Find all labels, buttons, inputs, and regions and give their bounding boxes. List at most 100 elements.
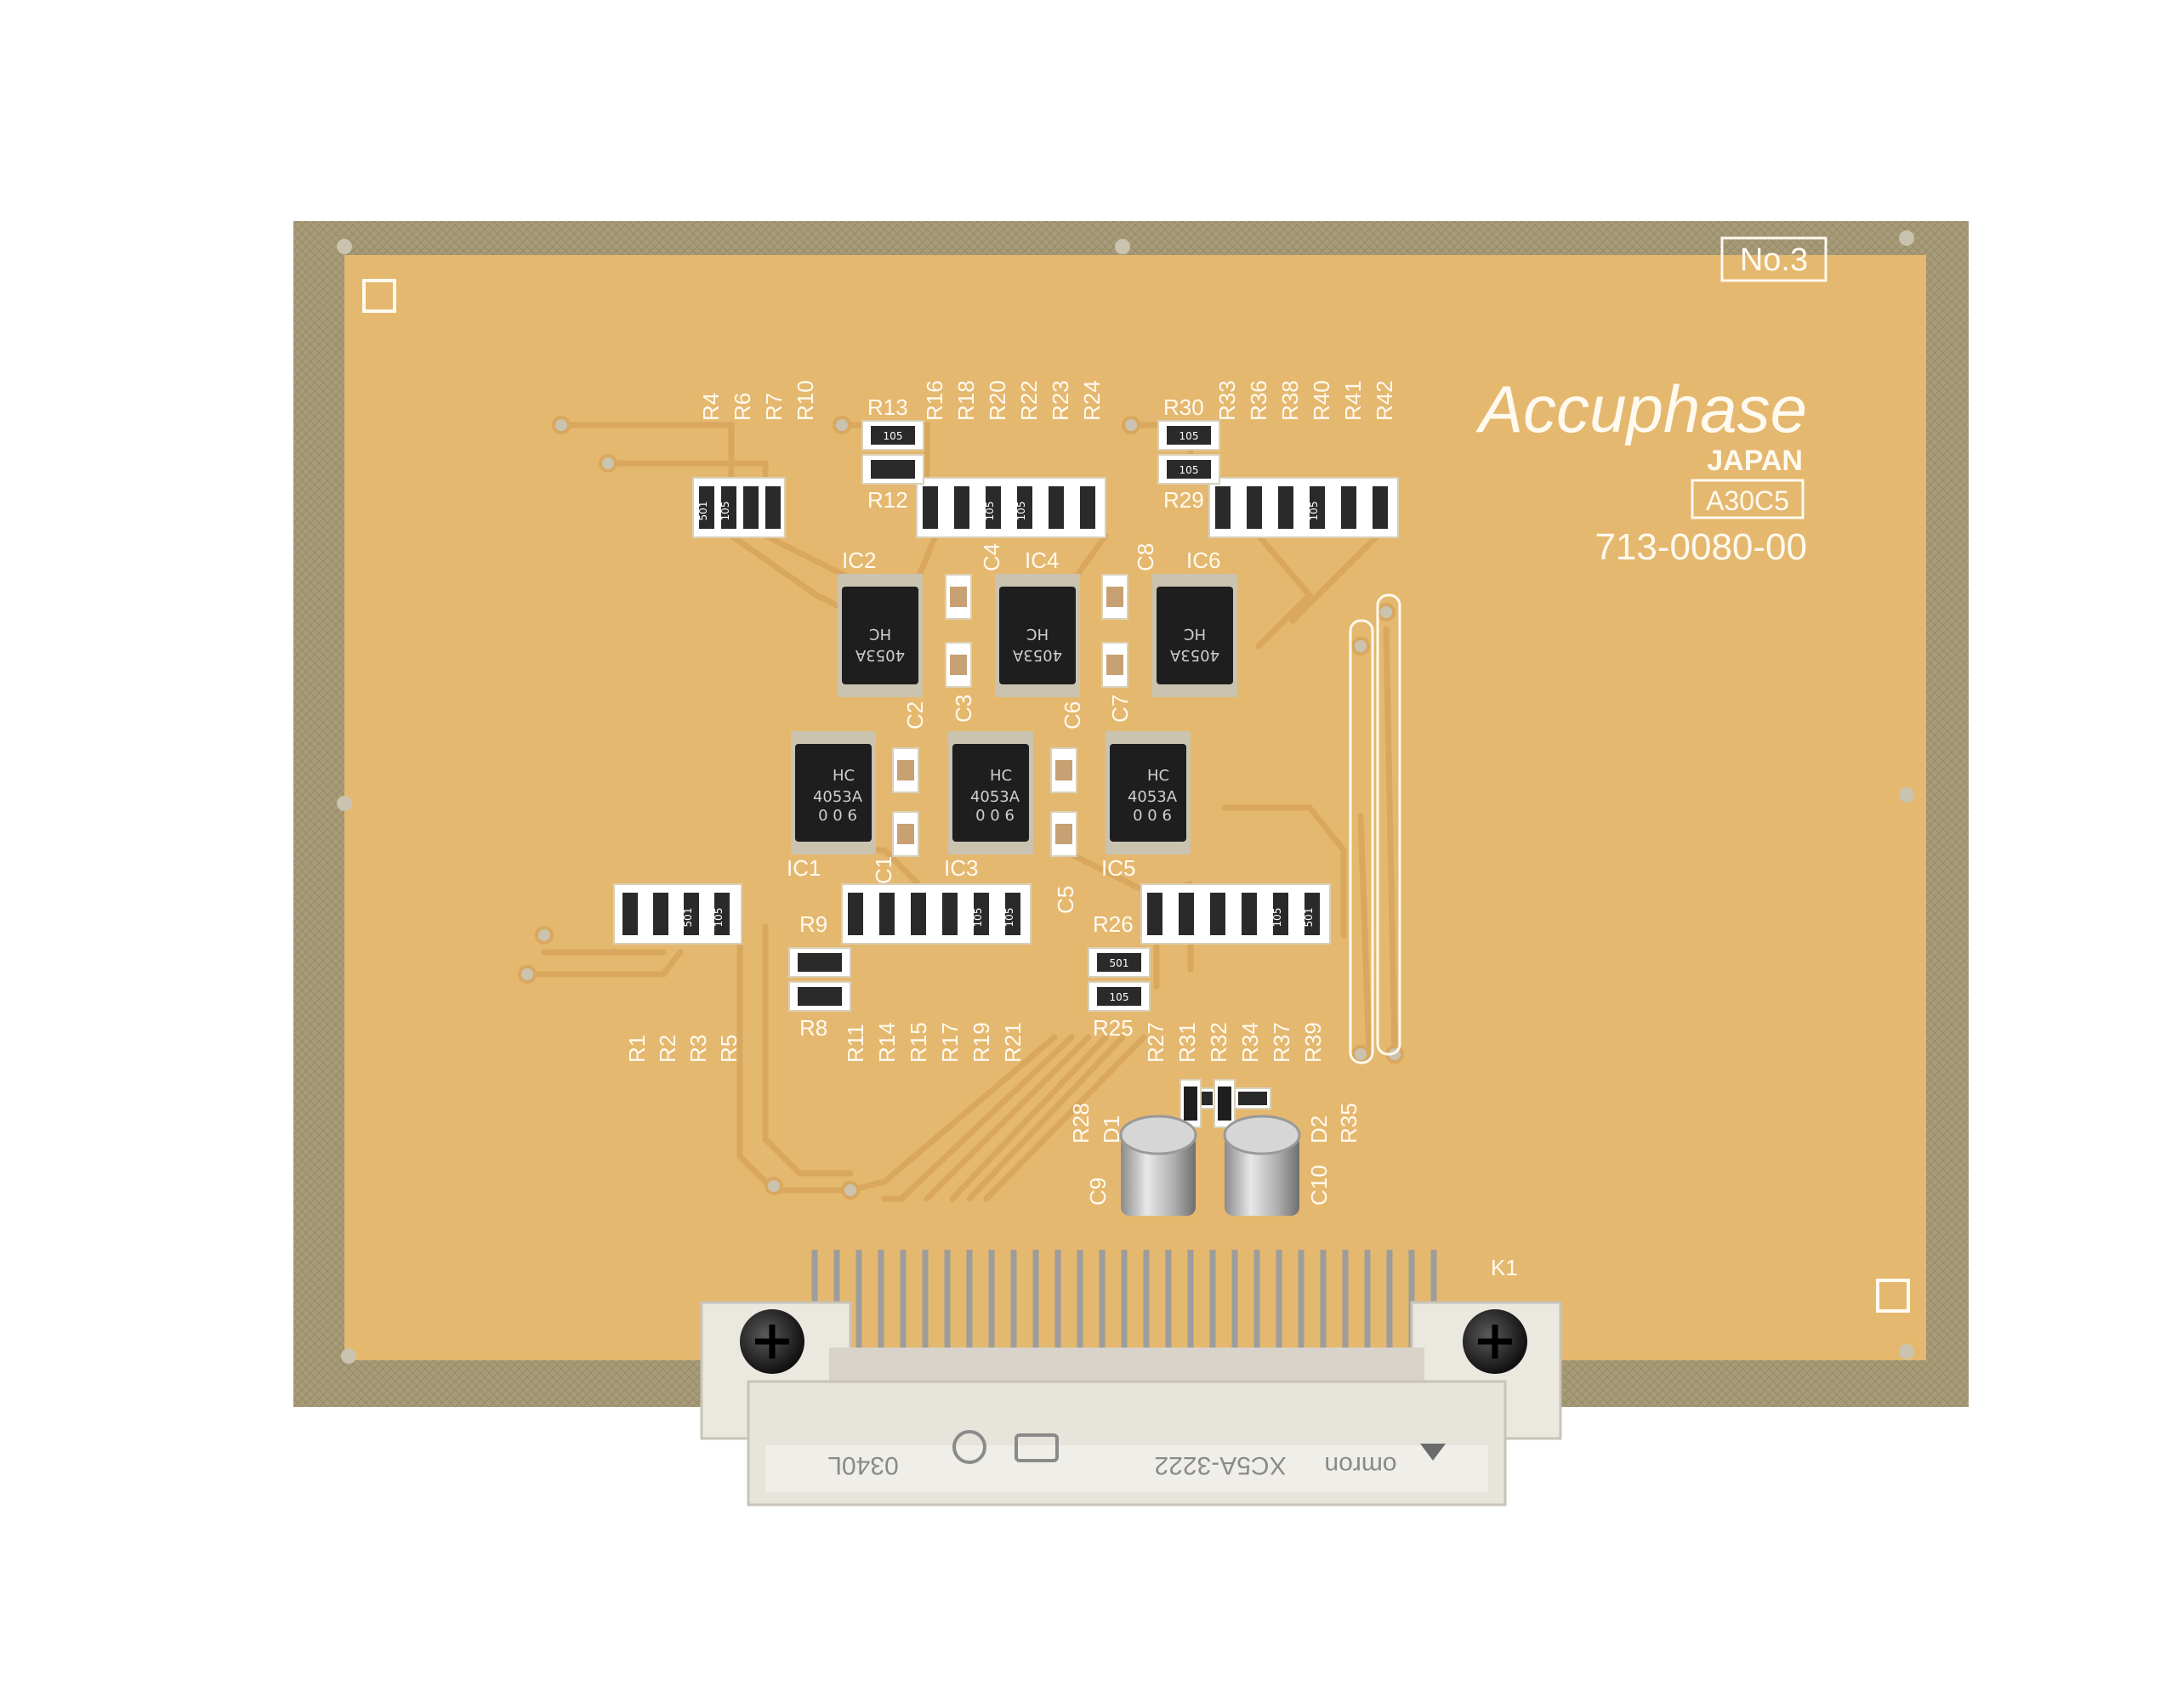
resistor-code: 501 [1303, 908, 1315, 928]
board-number-frame [1720, 236, 1827, 282]
resistor-code: 105 [984, 502, 996, 521]
capacitor-label: C10 [1306, 1165, 1332, 1206]
connector-label: K1 [1491, 1255, 1518, 1280]
resistor-label: R1 [624, 1035, 650, 1063]
ceramic-capacitors [892, 574, 1128, 857]
resistor-label: R3 [685, 1035, 711, 1063]
ic-label: IC6 [1186, 548, 1220, 573]
resistor-label: R16 [922, 380, 947, 421]
country-label: JAPAN [1707, 445, 1803, 477]
resistor-code: 105 [1015, 502, 1027, 521]
pcb-traces [524, 422, 1398, 1202]
resistor-label: R5 [716, 1035, 742, 1063]
brand-logo: Accuphase [1475, 372, 1807, 446]
connector-model: XC5A-3222 [1154, 1451, 1286, 1479]
resistor-label: R4 [698, 393, 724, 421]
capacitor-label: C9 [1085, 1177, 1111, 1206]
ic-label: IC2 [842, 548, 876, 573]
diodes [1179, 1079, 1236, 1128]
capacitor-label: C1 [871, 856, 896, 884]
vias [518, 416, 1404, 1200]
resistor-label: R33 [1214, 380, 1240, 421]
silkscreen-text: No.3 Accuphase JAPAN A30C5 713-0080-00 K… [624, 236, 1827, 1479]
resistor-label: R32 [1206, 1022, 1231, 1063]
resistor-label: R12 [867, 487, 908, 513]
resistor-label: R39 [1300, 1022, 1326, 1063]
resistor-code: 105 [719, 502, 731, 521]
resistor-code: 105 [1003, 908, 1015, 928]
chip-marking: HC [1184, 625, 1206, 643]
resistor-code: 501 [1110, 957, 1129, 969]
resistor-code: 105 [1110, 991, 1129, 1003]
chip-marking: 4053A [970, 788, 1020, 806]
approval-marks [952, 1430, 1059, 1464]
chip-marking: HC [1026, 625, 1049, 643]
resistor-label: R35 [1336, 1103, 1361, 1143]
capacitor-label: C3 [951, 695, 976, 723]
resistor-label: R10 [793, 380, 818, 421]
model-code-frame [1691, 479, 1805, 519]
chip-marking: 4053A [813, 788, 863, 806]
resistor-label: R22 [1016, 380, 1042, 421]
resistor-arrays [613, 477, 1399, 945]
chip-marking: 4053A [1012, 646, 1062, 664]
resistor-label: R37 [1269, 1022, 1294, 1063]
capacitor-label: C6 [1060, 701, 1085, 729]
chip-marking: 0 0 6 [818, 807, 857, 825]
resistor-code: 105 [1308, 502, 1320, 521]
board-holes [337, 230, 1914, 1364]
resistor-code: 501 [682, 908, 694, 928]
resistor-label: R19 [969, 1022, 994, 1063]
resistor-label: R21 [1000, 1022, 1026, 1063]
resistor-label: R23 [1048, 380, 1073, 421]
resistor-label: R30 [1163, 394, 1204, 420]
edge-pads [1349, 593, 1401, 1064]
chip-marking: 4053A [1128, 788, 1178, 806]
resistor-label: R24 [1079, 380, 1105, 421]
chip-marking: HC [990, 767, 1012, 785]
board-number: No.3 [1740, 242, 1808, 278]
resistor-label: R27 [1143, 1022, 1168, 1063]
ic-label: IC3 [944, 855, 978, 881]
resistor-label: R2 [655, 1035, 680, 1063]
capacitor-label: C4 [979, 543, 1004, 571]
resistor-label: R11 [843, 1024, 868, 1063]
resistor-code: 105 [972, 908, 984, 928]
resistor-code: 105 [1271, 908, 1283, 928]
resistor-label: R36 [1246, 380, 1271, 421]
resistor-label: R9 [799, 911, 827, 937]
resistor-label: R18 [953, 380, 979, 421]
chip-marking: 4053A [855, 646, 905, 664]
chip-marking: 0 0 6 [1133, 807, 1172, 825]
resistor-label: R20 [985, 380, 1010, 421]
resistor-code: 105 [884, 430, 903, 442]
resistor-label: R25 [1093, 1015, 1134, 1041]
chip-marking: 4053A [1169, 646, 1219, 664]
part-number: 713-0080-00 [1594, 526, 1807, 568]
connector-screws [740, 1309, 1527, 1374]
resistor-label: R41 [1340, 380, 1366, 421]
ic-label: IC4 [1025, 548, 1059, 573]
chip-marking: HC [869, 625, 891, 643]
resistor-code: 105 [1179, 430, 1199, 442]
resistor-label: R42 [1372, 380, 1397, 421]
capacitor-label: C2 [902, 701, 928, 729]
electrolytic-capacitors [1119, 1115, 1301, 1216]
resistor-code: 105 [1179, 464, 1199, 476]
capacitor-label: C5 [1053, 886, 1078, 914]
connector-maker: omron [1324, 1451, 1396, 1479]
resistor-code: 501 [697, 502, 709, 521]
resistor-label: R13 [867, 394, 908, 420]
ic-chips [791, 574, 1237, 854]
capacitor-label: C8 [1133, 543, 1158, 571]
model-code: A30C5 [1706, 485, 1789, 516]
diode-label: D2 [1306, 1115, 1332, 1143]
resistor-label: R38 [1277, 380, 1303, 421]
resistor-label: R8 [799, 1015, 827, 1041]
resistor-label: R17 [937, 1022, 963, 1063]
chip-marking: HC [1147, 767, 1169, 785]
resistor-label: R40 [1309, 380, 1334, 421]
connector-date-code: 0340L [827, 1451, 898, 1479]
ic-label: IC5 [1101, 855, 1135, 881]
